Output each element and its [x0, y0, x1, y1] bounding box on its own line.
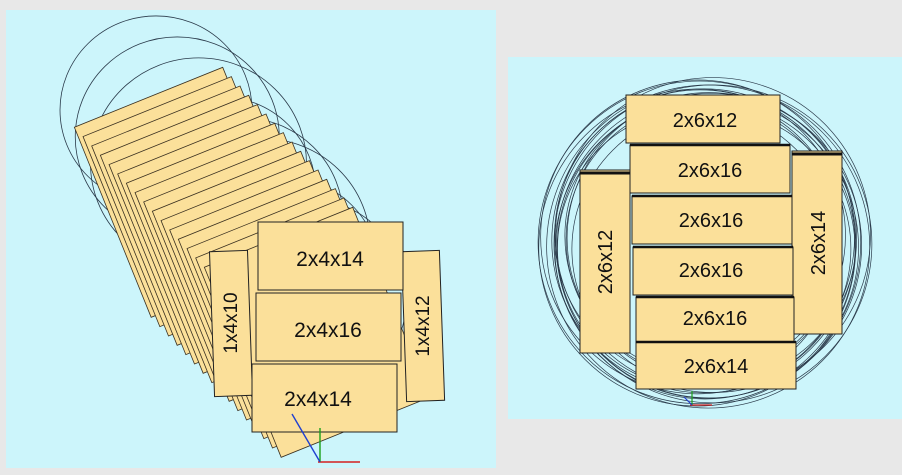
label-2x6x12-top: 2x6x12 [673, 110, 738, 132]
board-2x4x14-bottom [251, 363, 398, 433]
board-1x4x12 [400, 249, 446, 403]
end-boards [579, 94, 843, 390]
label-2x4x14-bottom: 2x4x14 [284, 388, 352, 411]
axis-triad [291, 413, 360, 463]
right-viewport[interactable]: 2x6x12 2x6x16 2x6x16 2x6x16 2x6x16 2x6x1… [508, 57, 902, 419]
log-end-circle [538, 88, 857, 407]
label-2x6x16-4: 2x6x16 [683, 308, 748, 330]
label-2x6x12-side: 2x6x12 [595, 230, 617, 295]
board-2x6x16-4 [635, 296, 795, 344]
label-2x6x16-1: 2x6x16 [678, 160, 743, 182]
board-1x4x10 [208, 249, 254, 398]
board-2x6x14-side [791, 150, 843, 335]
label-2x6x16-2: 2x6x16 [679, 210, 744, 232]
label-1x4x10: 1x4x10 [221, 292, 242, 353]
label-2x4x16: 2x4x16 [294, 319, 362, 342]
board-2x6x12-top [625, 94, 781, 144]
board-2x6x14-bottom [635, 341, 797, 390]
board-2x4x16 [255, 292, 402, 362]
log-end-circle [546, 84, 871, 409]
board-2x6x16-3 [632, 246, 794, 296]
front-boards [208, 221, 446, 433]
label-2x6x14-bottom: 2x6x14 [684, 356, 749, 378]
left-scene: 2x4x14 2x4x16 2x4x14 1x4x10 1x4x12 [59, 15, 446, 463]
left-viewport[interactable]: 2x4x14 2x4x16 2x4x14 1x4x10 1x4x12 [6, 10, 496, 468]
log-end-circle [555, 77, 871, 393]
board-2x6x16-2 [631, 195, 793, 245]
log-end-circle [540, 79, 855, 395]
board-2x6x16-1 [629, 144, 791, 194]
label-1x4x12: 1x4x12 [413, 295, 434, 356]
label-2x6x16-3: 2x6x16 [679, 260, 744, 282]
axis-triad [683, 391, 712, 406]
right-scene: 2x6x12 2x6x16 2x6x16 2x6x16 2x6x16 2x6x1… [537, 77, 873, 409]
log-end-circle [537, 80, 862, 405]
board-2x6x12-side [579, 169, 631, 354]
board-2x4x14-top [257, 221, 404, 291]
label-2x6x14-side: 2x6x14 [808, 211, 830, 276]
label-2x4x14-top: 2x4x14 [296, 248, 364, 271]
